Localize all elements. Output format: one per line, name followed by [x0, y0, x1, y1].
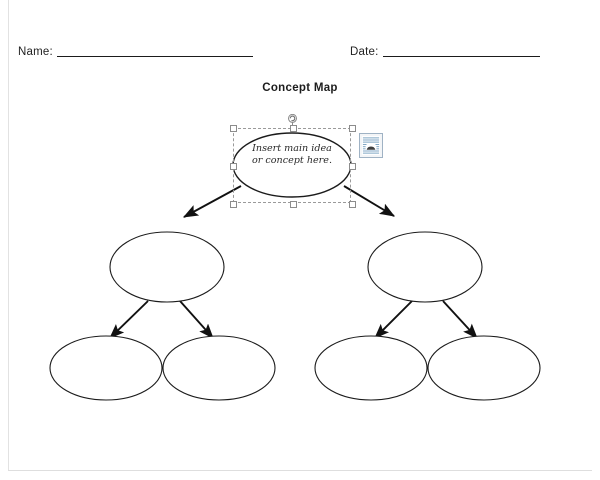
selection-handle-nw[interactable] [230, 125, 237, 132]
layout-options-button[interactable] [359, 133, 383, 158]
nodes-layer [49, 132, 541, 401]
selection-bounding-box[interactable] [230, 125, 356, 208]
page-title: Concept Map [262, 82, 338, 94]
name-field[interactable]: Name: [18, 46, 253, 59]
connector-arrow[interactable] [442, 300, 478, 339]
connector-arrow[interactable] [109, 300, 149, 339]
connector-arrow[interactable] [343, 185, 395, 217]
selection-handle-s[interactable] [290, 201, 297, 208]
connector-arrow[interactable] [182, 185, 242, 218]
concept-node-branch-left[interactable] [109, 231, 225, 303]
page-border-left [8, 0, 9, 471]
date-field[interactable]: Date: [350, 46, 540, 59]
concept-node-leaf-2[interactable] [162, 335, 276, 401]
connector-arrow[interactable] [179, 300, 214, 339]
selection-handle-se[interactable] [349, 201, 356, 208]
selection-handle-e[interactable] [349, 163, 356, 170]
name-field-label: Name: [18, 46, 53, 58]
name-field-rule[interactable] [56, 56, 253, 57]
connector-arrow[interactable] [374, 300, 413, 339]
date-field-rule[interactable] [382, 56, 540, 57]
connectors-layer [109, 185, 478, 339]
layout-options-icon [362, 136, 380, 155]
concept-node-leaf-4[interactable] [427, 335, 541, 401]
selection-handle-n[interactable] [290, 125, 297, 132]
concept-node-leaf-1[interactable] [49, 335, 163, 401]
date-field-label: Date: [350, 46, 379, 58]
selection-handle-w[interactable] [230, 163, 237, 170]
concept-node-branch-right[interactable] [367, 231, 483, 303]
concept-node-leaf-3[interactable] [314, 335, 428, 401]
page-border-bottom [8, 470, 592, 471]
selection-handle-ne[interactable] [349, 125, 356, 132]
selection-handle-sw[interactable] [230, 201, 237, 208]
